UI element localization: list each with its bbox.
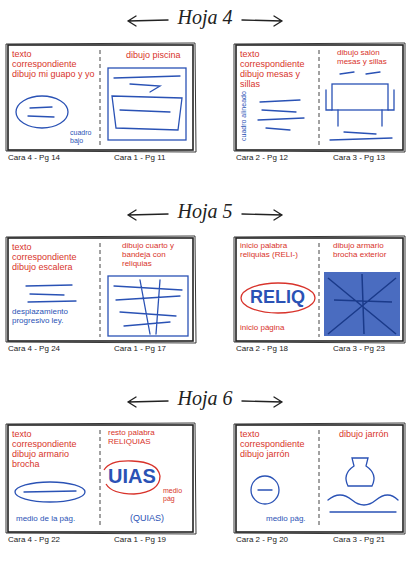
page-panel: texto correspondiente dibujo escalera des… — [8, 238, 100, 341]
red-outlines — [104, 283, 315, 494]
page-note: (QUIAS) — [130, 513, 186, 523]
page-note: UIAS — [106, 465, 158, 487]
blue-sketches-lower — [15, 458, 398, 512]
sheet-heading: Hoja 4 — [178, 6, 233, 29]
page-panel: texto correspondiente dibujo jarrón medio… — [236, 425, 319, 532]
page-note: texto correspondiente dibujo mesas y sil… — [240, 49, 316, 89]
page-caption: Cara 4 - Pg 14 — [8, 154, 100, 163]
page-caption: Cara 4 - Pg 24 — [8, 345, 100, 354]
fold-lines — [100, 50, 319, 528]
page-note: texto correspondiente dibujo armario bro… — [12, 429, 96, 469]
page-note: dibujo jarrón — [339, 429, 399, 439]
page-note: texto correspondiente dibujo escalera — [12, 242, 96, 272]
page-panel: dibujo cuarto y bandeja con reliquiasCar… — [100, 238, 193, 341]
page-note: medio de la pág. — [16, 515, 96, 524]
sheet-heading: Hoja 5 — [178, 200, 233, 223]
page-panel: dibujo jarrónCara 3 - Pg 21 — [319, 425, 403, 532]
page-note: texto correspondiente dibujo mi guapo y … — [12, 49, 96, 79]
page-note: texto correspondiente dibujo jarrón — [240, 429, 316, 459]
page-note: RELIQ — [240, 287, 315, 307]
page-note: dibujo salón mesas y sillas — [337, 49, 399, 67]
page-panel: dibujo armario brocha exteriorCara 3 - P… — [319, 238, 403, 341]
page-note: inicio palabra reliquias (RELI-) — [240, 242, 316, 260]
page-caption: Cara 1 - Pg 19 — [114, 536, 193, 545]
page-caption: Cara 3 - Pg 21 — [333, 536, 403, 545]
page-note: dibujo armario brocha exterior — [333, 242, 401, 260]
page-caption: Cara 2 - Pg 18 — [236, 345, 319, 354]
page-caption: Cara 2 - Pg 20 — [236, 536, 319, 545]
page-caption: Cara 3 - Pg 13 — [333, 154, 403, 163]
page-caption: Cara 1 - Pg 17 — [114, 345, 193, 354]
page-caption: Cara 4 - Pg 22 — [8, 536, 100, 545]
dense-sketch — [324, 272, 400, 336]
page-note: medio pág. — [266, 515, 316, 524]
page-note: inicio página — [240, 324, 310, 333]
spread-frames — [6, 43, 405, 534]
page-panel: texto correspondiente dibujo armario bro… — [8, 425, 100, 532]
page-note: medio pág — [163, 487, 192, 503]
page-panel: dibujo piscinaCara 1 - Pg 11 — [100, 45, 193, 150]
page-note: dibujo piscina — [126, 50, 190, 60]
page-note: cuadro bajo — [70, 129, 98, 145]
page-panel: resto palabra RELIQUIAS UIAS medio pág (QUI… — [100, 425, 193, 532]
page-note: resto palabra RELIQUIAS — [108, 429, 190, 447]
page-note: desplazamiento progresivo ley. — [12, 308, 96, 326]
sheet-heading: Hoja 6 — [178, 387, 233, 410]
page-note: cuadro alineado — [240, 101, 248, 141]
page-caption: Cara 1 - Pg 11 — [114, 154, 193, 163]
page-caption: Cara 2 - Pg 12 — [236, 154, 319, 163]
page-panel: texto correspondiente dibujo mi guapo y … — [8, 45, 100, 150]
page-panel: texto correspondiente dibujo mesas y sil… — [236, 45, 319, 150]
page-note: dibujo cuarto y bandeja con reliquias — [122, 242, 190, 269]
page-caption: Cara 3 - Pg 23 — [333, 345, 403, 354]
page-panel: dibujo salón mesas y sillasCara 3 - Pg 1… — [319, 45, 403, 150]
page-panel: inicio palabra reliquias (RELI-) RELIQ ini… — [236, 238, 319, 341]
